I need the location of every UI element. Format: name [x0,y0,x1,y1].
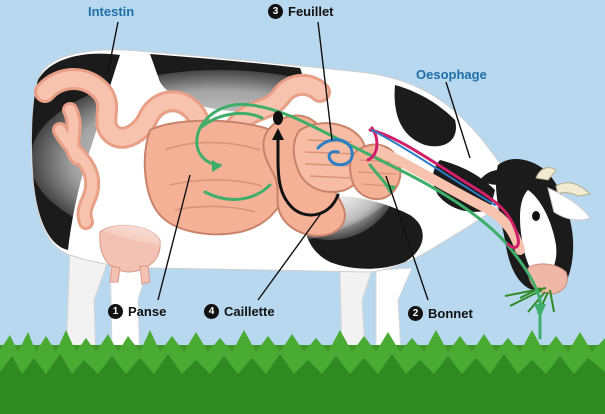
green-flow-arrow [198,111,264,130]
blue-flow-arrow [316,138,354,167]
label-bonnet: 2 Bonnet [408,306,473,321]
label-oesophage: Oesophage [416,67,487,82]
label-panse: 1 Panse [108,304,166,319]
label-intestin: Intestin [88,4,135,19]
label-feuillet: 3 Feuillet [268,4,334,19]
leader-line-oesophage [445,81,471,159]
leader-line-intestin [107,21,119,73]
black-arrowhead [272,128,284,140]
rumen-fold [164,141,263,213]
flow-arrows [195,102,546,340]
label-feuillet-text: Feuillet [288,4,334,19]
number-badge-1: 1 [108,304,123,319]
label-panse-text: Panse [128,304,167,319]
teat [139,265,151,285]
number-badge-4: 4 [204,304,219,319]
intestine [55,105,98,227]
green-flow-arrow [203,183,272,201]
face-white [520,190,557,278]
green-arrowhead [534,304,546,318]
ear-left [480,169,510,185]
blue-flow-arrow [371,129,496,206]
eye [532,211,540,221]
label-caillette: 4 Caillette [204,304,275,319]
leader-line-feuillet [317,21,333,141]
label-bonnet-text: Bonnet [428,306,473,321]
leader-line-bonnet [385,175,429,301]
leader-line-panse [157,174,191,301]
intestine [37,71,328,155]
horn [535,167,557,181]
leader-line-caillette [257,211,323,301]
teat [109,265,121,283]
label-caillette-text: Caillette [224,304,275,319]
black-patch [394,85,456,147]
pylorus-dot [273,111,283,125]
leader-lines [107,21,471,301]
esophagus [373,145,525,255]
number-badge-2: 2 [408,306,423,321]
black-flow-arrow [276,136,340,217]
grass-foreground [0,330,605,414]
cow-head [480,158,592,295]
horn [555,182,592,197]
ear [547,187,591,221]
green-arrowhead [212,160,222,172]
number-badge-3: 3 [268,4,283,19]
magenta-flow-arrow [368,128,520,249]
